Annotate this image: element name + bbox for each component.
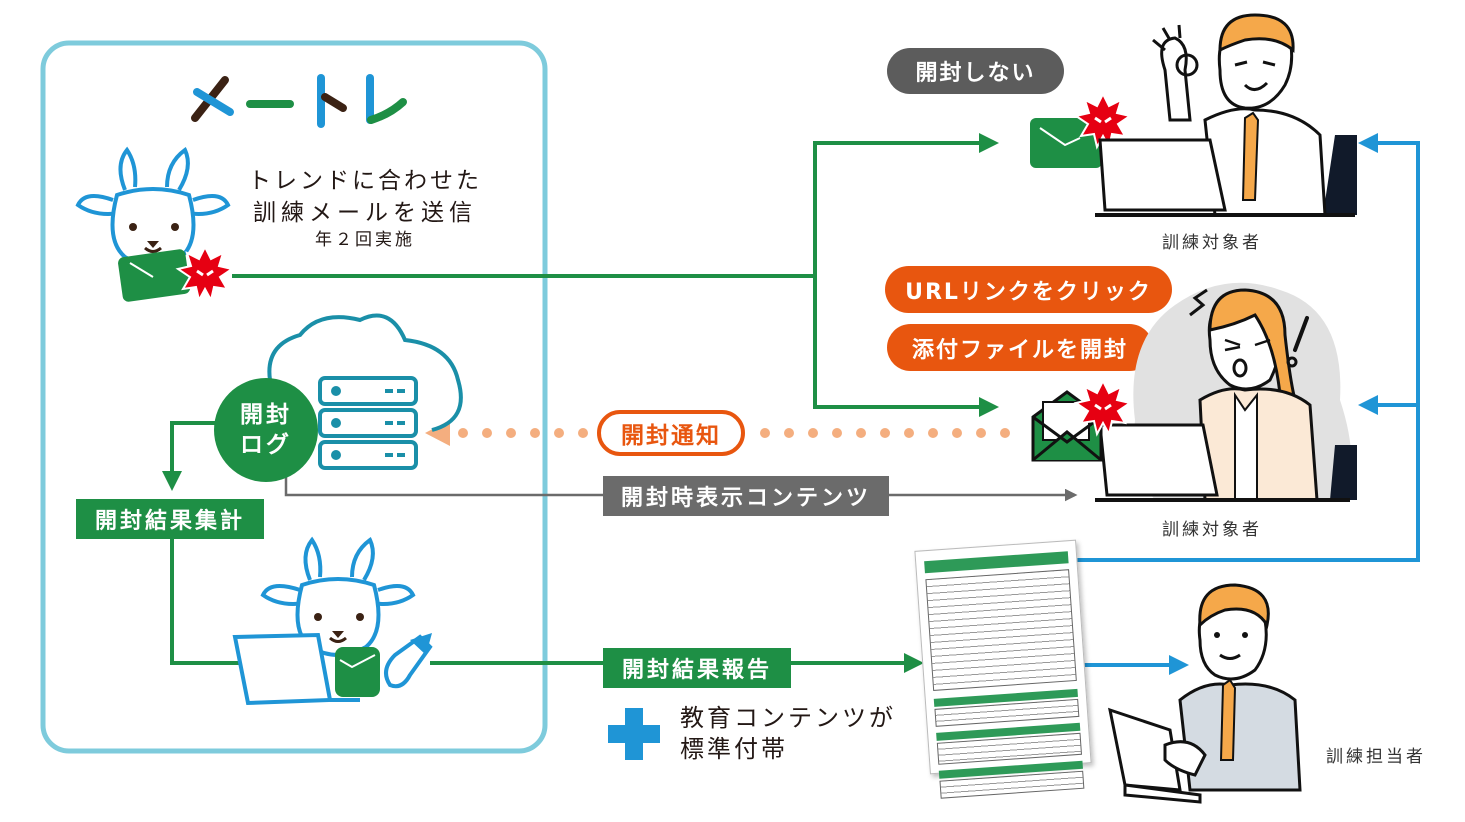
send-frequency: 年２回実施 [315, 230, 415, 250]
clicked-url-label: URLリンクをクリック [885, 266, 1172, 313]
bonus-line-1: 教育コンテンツが [680, 704, 896, 732]
send-line-2: 訓練メールを送信 [253, 200, 477, 226]
bonus-line-2: 標準付帯 [680, 735, 788, 763]
open-mail-icon [1025, 372, 1135, 467]
trainee-1-caption: 訓練対象者 [1162, 233, 1262, 253]
notify-label: 開封通知 [597, 410, 745, 456]
send-plane-icon [384, 633, 433, 689]
trainee-illustration-man [1095, 10, 1360, 220]
result-report-document [914, 539, 1092, 799]
content-label: 開封時表示コンテンツ [603, 476, 889, 516]
open-log-line-1: 開封 [240, 402, 292, 428]
feedback-line [1070, 133, 1420, 562]
virus-icon [175, 244, 235, 303]
cloud-server-icon [210, 310, 480, 480]
notify-dotted-line [458, 428, 1010, 438]
opened-attachment-label: 添付ファイルを開封 [887, 324, 1153, 371]
closed-mail-icon [1025, 90, 1135, 175]
open-log-badge: 開封 ログ [214, 378, 318, 482]
admin-caption: 訓練担当者 [1326, 747, 1426, 767]
not-opened-label: 開封しない [887, 48, 1064, 94]
laptop-icon [232, 632, 333, 706]
bonus-text: 教育コンテンツが 標準付帯 [680, 703, 896, 765]
trainee-illustration-woman [1095, 270, 1365, 510]
send-branch-top [813, 133, 999, 276]
goat-mascot-reporting [230, 535, 440, 710]
aggregate-to-goat-line [170, 538, 240, 665]
send-line-1: トレンドに合わせた [248, 168, 482, 194]
plus-icon [608, 708, 660, 760]
report-label: 開封結果報告 [603, 648, 791, 688]
send-description: トレンドに合わせた 訓練メールを送信 年２回実施 [245, 165, 485, 251]
goat-mascot-sending [75, 145, 240, 305]
metore-logo [185, 70, 415, 130]
admin-illustration [1105, 580, 1305, 805]
metore-frame [40, 40, 548, 754]
trainee-2-caption: 訓練対象者 [1162, 520, 1262, 540]
send-branch-bottom [813, 276, 999, 417]
log-to-aggregate-line [162, 421, 218, 491]
open-log-line-2: ログ [240, 432, 292, 458]
aggregate-label: 開封結果集計 [76, 499, 264, 539]
